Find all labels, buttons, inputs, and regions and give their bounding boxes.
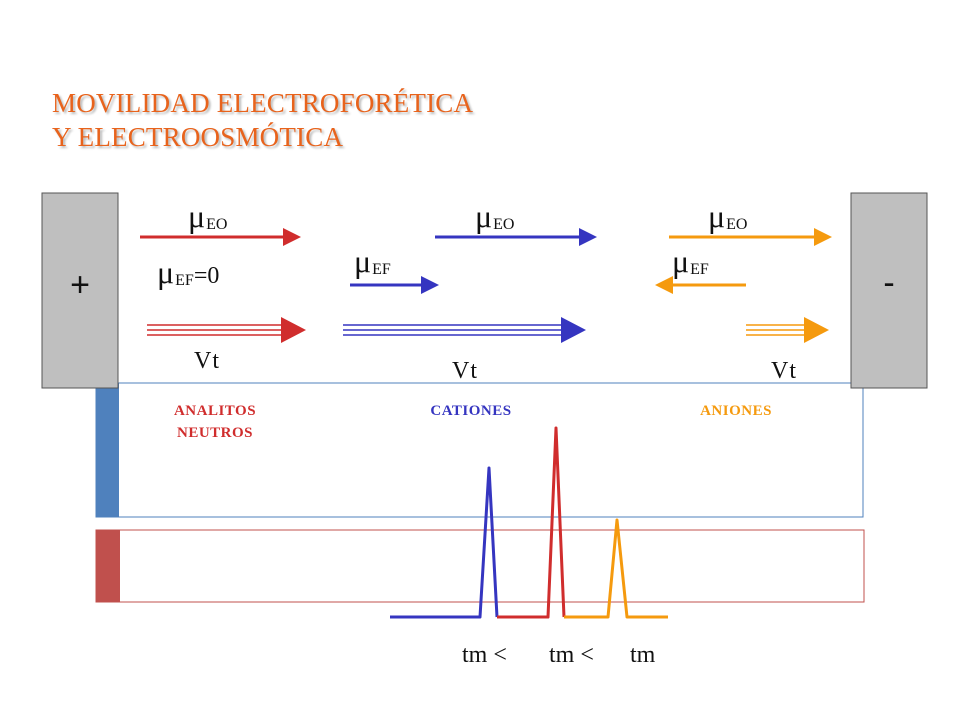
anion-mu-ef-label: μEF [672, 243, 709, 279]
cation-peak [390, 466, 499, 619]
upper-capillary-box [95, 382, 864, 518]
anion-vt-arrow [746, 317, 829, 343]
anode-sign: + [70, 266, 90, 304]
cation-category-label: CATIONES [430, 403, 512, 419]
anode-electrode [41, 192, 119, 389]
tm-neutral-label: tm < [549, 642, 594, 668]
neutral-vt-arrow [147, 317, 306, 343]
cathode-electrode [850, 192, 928, 389]
anion-vt-label: Vt [771, 358, 797, 384]
upper-capillary-bar [96, 383, 119, 517]
tm-cation-label: tm < [462, 642, 507, 668]
cation-vt-arrow [343, 317, 586, 343]
neutral-peak [497, 426, 566, 619]
anion-peak [564, 518, 668, 619]
tm-anion-label: tm [630, 642, 656, 668]
cation-mu-eo-label: μEO [475, 198, 515, 234]
title-line-2: Y ELECTROOSMÓTICA [52, 122, 344, 152]
cation-mu-ef-label: μEF [354, 243, 391, 279]
anion-mu-eo-label: μEO [708, 198, 748, 234]
lower-detector-bar [96, 530, 120, 602]
neutral-mu-eo-label: μEO [188, 198, 228, 234]
neutral-vt-label: Vt [194, 348, 220, 374]
anion-category-label: ANIONES [700, 403, 772, 419]
cation-vt-label: Vt [452, 358, 478, 384]
diagram-title: MOVILIDAD ELECTROFORÉTICA Y ELECTROOSMÓT… [52, 86, 473, 154]
neutral-category-label: ANALITOS NEUTROS [173, 403, 257, 441]
cathode-sign: - [883, 264, 895, 302]
neutral-mu-ef-label: μEF=0 [157, 254, 220, 290]
lower-detector-box [95, 529, 865, 603]
title-line-1: MOVILIDAD ELECTROFORÉTICA [52, 88, 474, 118]
